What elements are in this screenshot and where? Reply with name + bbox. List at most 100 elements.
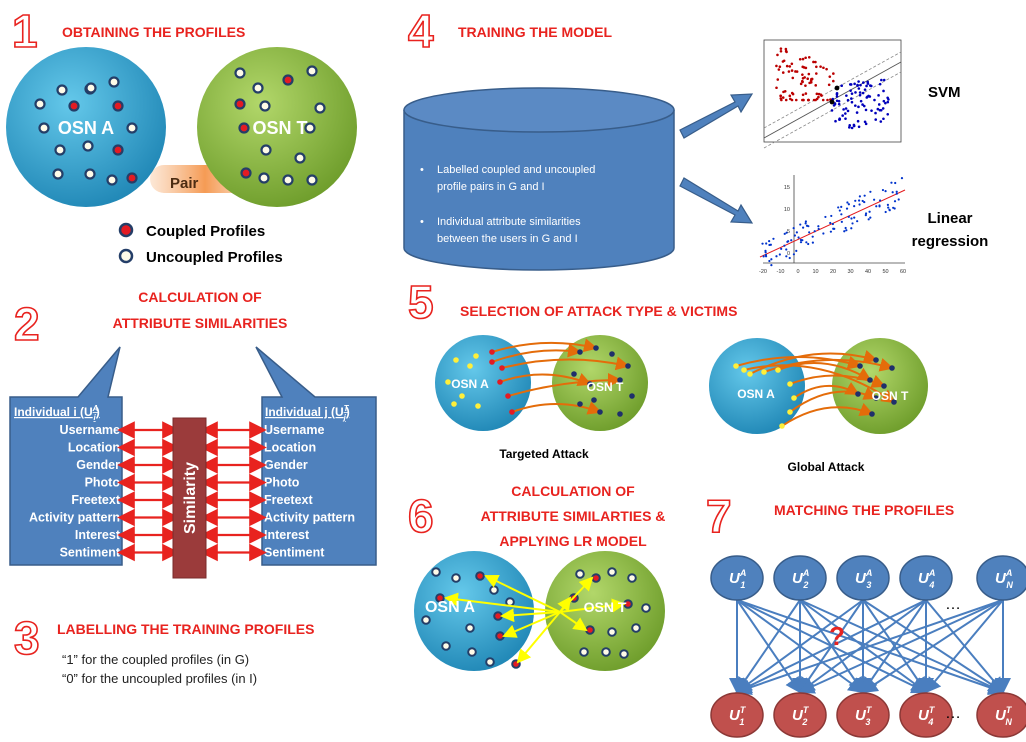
lr-point	[864, 214, 867, 217]
lr-point	[785, 255, 788, 258]
svm-class-b-point	[840, 84, 843, 88]
pair-label: Pair	[170, 175, 199, 192]
lr-point	[895, 190, 898, 193]
svm-class-a-point	[779, 49, 783, 53]
bullet2-line2: between the users in G and I	[437, 233, 578, 245]
top-user-node	[773, 555, 827, 601]
svm-class-a-point	[804, 56, 807, 60]
lr-point	[786, 240, 789, 243]
lr-point	[895, 192, 898, 195]
svm-class-b-point	[854, 104, 857, 107]
step6-t-dot	[607, 567, 617, 577]
step6-yellow-arrow	[500, 608, 561, 623]
lr-point	[775, 255, 778, 258]
svm-class-a-point	[776, 78, 780, 81]
svm-class-b-point	[857, 87, 861, 90]
step6-a-dot	[489, 585, 499, 595]
global-navy-dot	[855, 391, 861, 397]
right-attribute-item: Sentiment	[264, 546, 325, 560]
matching-edge	[798, 599, 1004, 694]
lr-point	[837, 206, 840, 209]
lr-point	[770, 264, 773, 267]
targeted-attack-arrows	[491, 338, 630, 415]
lr-point	[867, 218, 870, 221]
global-arrow	[789, 386, 878, 413]
lr-point	[811, 241, 814, 244]
uncoupled-profile-dot	[282, 174, 294, 186]
left-attribute-item: Activity pattern	[29, 511, 120, 525]
top-user-node	[976, 555, 1026, 601]
lr-point	[863, 200, 866, 204]
svm-label: SVM	[928, 84, 961, 101]
svm-class-a-point	[785, 64, 789, 68]
step7-number: 7	[706, 490, 732, 542]
lr-point	[886, 203, 890, 206]
svm-class-a-point	[815, 92, 819, 96]
matching-edge	[861, 599, 927, 694]
uncoupled-profile-dot	[306, 174, 318, 186]
lr-point	[790, 239, 793, 242]
uncoupled-profile-dot	[304, 122, 316, 134]
bullet2-line1: Individual attribute similarities	[437, 216, 581, 228]
right-attribute-list: UsernameLocationGenderPhotoFreetextActiv…	[264, 423, 355, 560]
global-yellow-dot	[787, 409, 793, 415]
svm-class-a-point	[778, 65, 782, 69]
lr-point	[808, 231, 811, 234]
svm-class-b-point	[882, 117, 885, 121]
global-osn-a-label: OSN A	[737, 387, 775, 401]
svm-class-b-point	[846, 109, 850, 113]
arrow-to-lr	[679, 177, 754, 224]
targeted-red-dot	[505, 393, 511, 399]
right-attribute-item: Freetext	[264, 493, 313, 507]
lr-point	[884, 210, 887, 214]
lr-point	[884, 189, 887, 193]
coupled-legend-icon	[118, 222, 134, 238]
step5-title: SELECTION OF ATTACK TYPE & VICTIMS	[460, 303, 737, 319]
step4-title: TRAINING THE MODEL	[458, 24, 612, 40]
svm-class-b-point	[835, 99, 839, 103]
svm-class-b-point	[882, 78, 886, 82]
step6-a-dot	[441, 641, 451, 651]
targeted-yellow-dot	[451, 401, 457, 407]
global-yellow-dot	[787, 381, 793, 387]
svm-class-b-point	[844, 107, 848, 110]
coupled-profile-dot	[68, 100, 80, 112]
global-attack-arrows	[735, 349, 896, 427]
targeted-red-dot	[489, 349, 495, 355]
svm-class-a-point	[826, 98, 829, 102]
targeted-navy-dot	[593, 345, 599, 351]
svm-class-b-point	[881, 107, 885, 110]
step6-t-dot	[591, 573, 601, 583]
step6-dots	[421, 567, 651, 669]
svm-class-a-point	[825, 67, 828, 71]
svm-class-b-point	[846, 98, 850, 102]
lr-point	[799, 241, 803, 244]
lr-point	[878, 205, 881, 208]
targeted-navy-dot	[587, 381, 593, 387]
svm-class-a-point	[802, 98, 805, 102]
svm-class-a-point	[790, 69, 794, 72]
lr-point	[840, 205, 843, 208]
svm-class-b-point	[848, 124, 852, 127]
svm-class-b-point	[886, 96, 889, 100]
svm-support-point	[834, 85, 840, 91]
svm-class-b-point	[876, 107, 880, 111]
lr-point	[858, 199, 861, 202]
svm-class-b-point	[850, 97, 853, 100]
step6-a-dot	[435, 593, 445, 603]
lr-point	[797, 236, 800, 239]
svm-class-a-point	[794, 98, 798, 102]
svm-class-b-point	[877, 94, 880, 97]
step6-osn-a-label: OSN A	[425, 599, 476, 616]
uncoupled-profile-dot	[54, 144, 66, 156]
targeted-arrow	[507, 373, 622, 397]
lr-point	[799, 223, 802, 226]
step6-a-dot	[451, 573, 461, 583]
svm-class-a-point	[822, 66, 825, 70]
svm-class-b-point	[859, 83, 862, 87]
svm-class-a-point	[777, 68, 781, 71]
targeted-attack-label: Targeted Attack	[499, 447, 589, 461]
targeted-yellow-dot	[459, 393, 465, 399]
